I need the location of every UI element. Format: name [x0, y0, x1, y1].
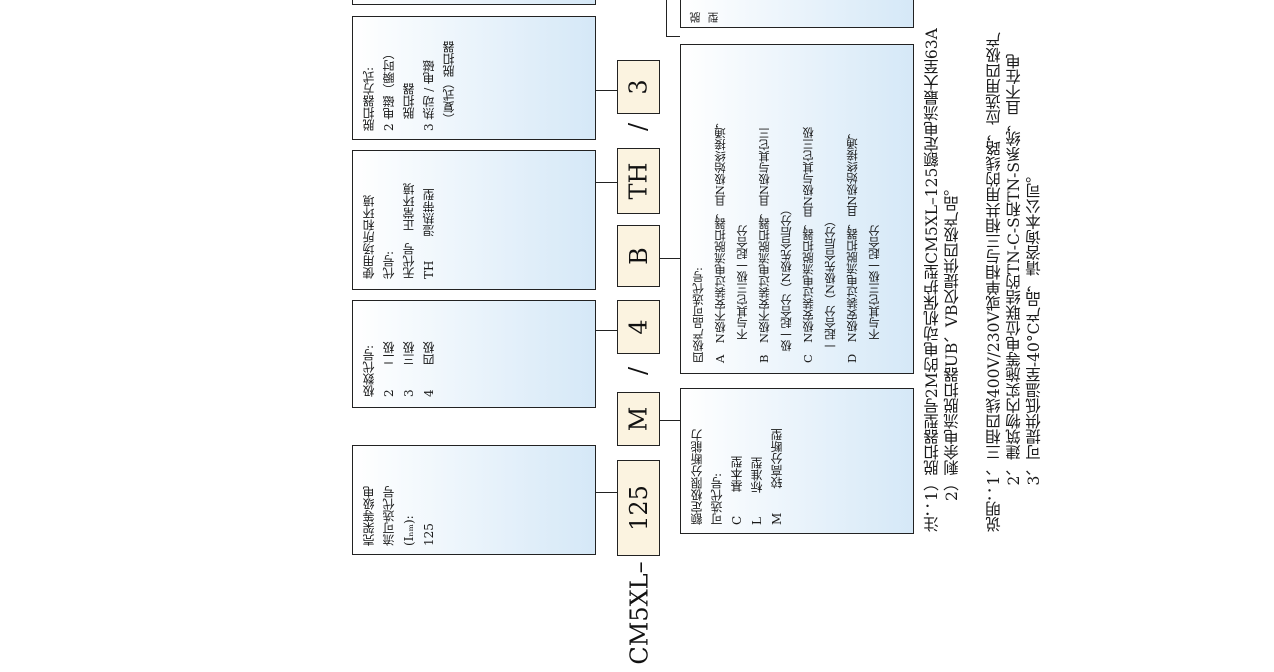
separator-slash-2: /	[624, 122, 652, 132]
model-prefix-text: CM5XL–	[626, 561, 655, 665]
partial-top-right-text: 脱 型	[689, 12, 720, 23]
box-breaking-capacity: 额定极限分断能力 可选代号: C 基本型 L 标准型 M 较高分断型	[680, 388, 914, 534]
box-frame-current: 壳架等级电 流可选代号 (Iₙₘ): 125	[352, 445, 596, 555]
poles-text: 极数代号: 2 二极 3 三极 4 四极	[362, 341, 436, 397]
connector-npole	[660, 258, 680, 259]
connector-environment	[596, 182, 617, 183]
box-partial-top-right: 脱 型	[680, 0, 914, 28]
box-release-type: 脱扣器方式: 2 电磁（瞬时） 脱扣器 3 热动 / 电磁 （复式）脱扣器	[352, 16, 596, 140]
note-line-1: 注：1）脱扣器型号2M的电动机保护型CM5XL–125额定电流最大至63A	[923, 28, 941, 532]
box-npole-options: 四极产品可选代号: A N极不安装过电流脱扣器，且N极始终接通， 不与其它三极一…	[680, 44, 914, 374]
code-npole-type: B	[617, 225, 660, 287]
box-poles: 极数代号: 2 二极 3 三极 4 四极	[352, 300, 596, 408]
release-type-text: 脱扣器方式: 2 电磁（瞬时） 脱扣器 3 热动 / 电磁 （复式）脱扣器	[362, 41, 456, 131]
connector-poles	[596, 330, 617, 331]
code-breaking-capacity: M	[617, 392, 660, 446]
connector-frame	[596, 492, 617, 493]
code-environment: TH	[617, 148, 660, 214]
code-frame-current: 125	[617, 460, 660, 556]
connector-partial-stub	[666, 36, 680, 37]
box-environment: 使用场所和环境 代号: 无代号 正常环境 TH 湿热带型	[352, 150, 596, 290]
npole-options-text: 四极产品可选代号: A N极不安装过电流脱扣器，且N极始终接通， 不与其它三极一…	[691, 116, 881, 363]
box-partial-top-left	[352, 0, 596, 5]
explanation-line-3: 3、可提供低温至-40°C产品，请咨询本公司。	[1025, 167, 1043, 532]
environment-text: 使用场所和环境 代号: 无代号 正常环境 TH 湿热带型	[362, 183, 436, 279]
breaking-capacity-text: 额定极限分断能力 可选代号: C 基本型 L 标准型 M 较高分断型	[690, 428, 784, 525]
code-poles: 4	[617, 300, 660, 354]
separator-slash-1: /	[624, 366, 652, 376]
explanation-line-1: 说明：1、三相四线400V/230V或单相与三相共用的线路，应选用四极产	[985, 32, 1003, 532]
connector-partial-vertical	[666, 0, 667, 37]
notes-block-1: 注：1）脱扣器型号2M的电动机保护型CM5XL–125额定电流最大至63A 2）…	[922, 0, 962, 532]
connector-breaking	[660, 420, 680, 421]
code-release-type: 3	[617, 60, 660, 114]
notes-block-2: 说明：1、三相四线400V/230V或单相与三相共用的线路，应选用四极产 2、建…	[984, 0, 1044, 532]
frame-current-text: 壳架等级电 流可选代号 (Iₙₘ): 125	[362, 486, 436, 546]
model-prefix: CM5XL–	[622, 560, 658, 666]
connector-release	[596, 90, 617, 91]
note-line-2: 2）剩余电流脱扣器UB、VB仅提供四极产品。	[943, 180, 961, 532]
explanation-line-2: 2、建筑物内实施等电位联结的TN-C-S和TN-S系统，且不在电	[1005, 53, 1023, 532]
